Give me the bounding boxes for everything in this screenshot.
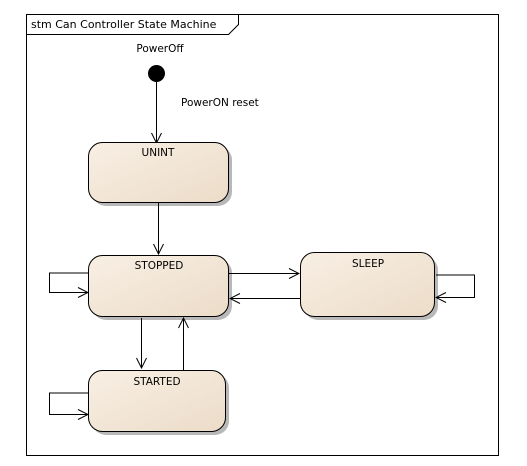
initial-node-group: PowerOff — [136, 43, 184, 82]
state-stopped[interactable]: STOPPED — [88, 255, 233, 321]
state-started[interactable]: STARTED — [88, 370, 230, 436]
state-stopped-label: STOPPED — [135, 260, 184, 272]
state-unint[interactable]: UNINT — [88, 142, 233, 207]
state-started-label: STARTED — [133, 376, 180, 388]
transition-stopped-self-loop[interactable] — [49, 272, 89, 293]
frame-label: stm Can Controller State Machine — [31, 18, 217, 31]
state-unint-label: UNINT — [142, 147, 175, 159]
initial-label: PowerOff — [136, 43, 184, 55]
initial-node[interactable] — [148, 65, 165, 82]
state-sleep-label: SLEEP — [352, 258, 384, 270]
state-sleep[interactable]: SLEEP — [300, 252, 439, 321]
frame-label-tab: stm Can Controller State Machine — [26, 14, 239, 35]
transition-label-poweron-reset: PowerON reset — [181, 97, 259, 109]
transition-started-self-loop[interactable] — [49, 392, 89, 415]
transition-sleep-self-loop[interactable] — [436, 274, 475, 298]
